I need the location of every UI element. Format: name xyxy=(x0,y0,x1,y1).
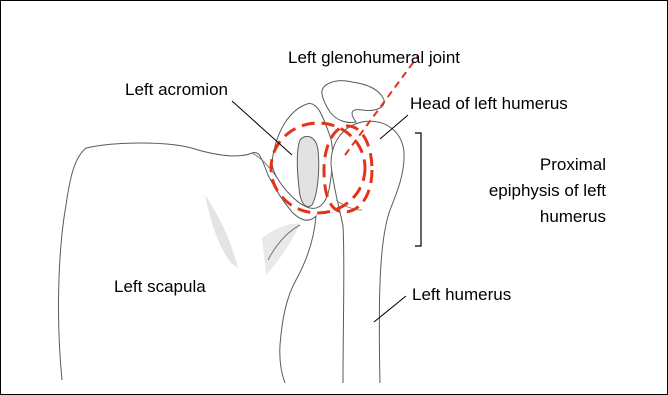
glenoid-cavity xyxy=(297,136,319,206)
scapula-neck-shading xyxy=(262,224,300,275)
head-of-humerus-label: Head of left humerus xyxy=(410,95,568,112)
scapula-shading xyxy=(205,195,238,268)
acromion-label: Left acromion xyxy=(125,81,228,98)
humerus-outline xyxy=(331,121,404,383)
humerus-label: Left humerus xyxy=(412,286,511,303)
coracoid-outline xyxy=(322,81,384,123)
glenohumeral-joint-label: Left glenohumeral joint xyxy=(288,49,460,66)
proximal-epiphysis-label: Proximal epiphysis of left humerus xyxy=(488,152,606,230)
scapula-label: Left scapula xyxy=(114,278,206,295)
epiphysis-bracket xyxy=(415,133,421,246)
